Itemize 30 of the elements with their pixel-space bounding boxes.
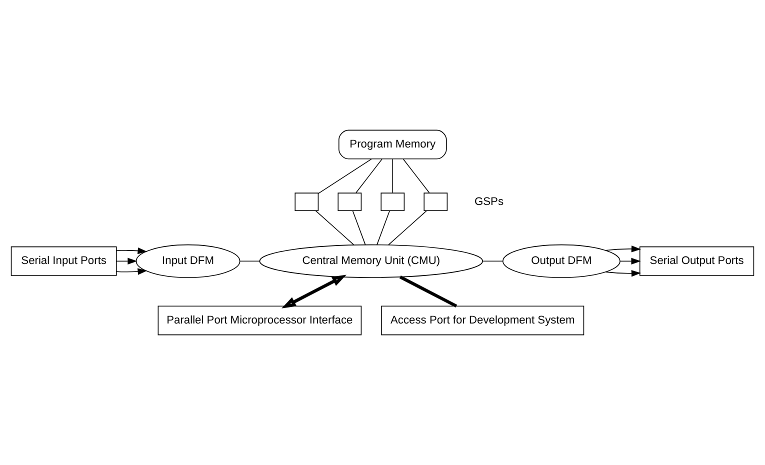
node-box: Parallel Port Microprocessor Interface — [158, 306, 362, 336]
node-ellipse: Output DFM — [502, 244, 620, 278]
connector — [482, 260, 504, 262]
connector — [352, 210, 366, 246]
node-box: Program Memory — [338, 130, 447, 160]
node-box: Serial Output Ports — [639, 246, 754, 276]
label: GSPs — [474, 196, 504, 208]
connector — [392, 158, 394, 194]
connector — [399, 276, 458, 308]
node-box: Access Port for Development System — [381, 306, 584, 336]
arrow — [620, 258, 641, 264]
connector — [376, 210, 390, 246]
arrow — [116, 258, 138, 264]
arrow — [605, 246, 641, 252]
connector — [388, 210, 428, 246]
connector — [318, 158, 372, 194]
connector — [240, 260, 260, 262]
node-box — [380, 192, 405, 211]
node-box — [338, 192, 362, 211]
node-box: Serial Input Ports — [10, 246, 117, 276]
connector — [402, 158, 430, 194]
connector — [315, 210, 354, 246]
node-ellipse: Central Memory Unit (CMU) — [259, 244, 484, 278]
arrow — [282, 274, 346, 308]
arrow — [605, 270, 641, 277]
node-box — [424, 192, 448, 211]
node-box — [294, 192, 319, 211]
arrow — [116, 268, 148, 275]
connector — [356, 158, 382, 194]
arrow — [116, 247, 148, 254]
